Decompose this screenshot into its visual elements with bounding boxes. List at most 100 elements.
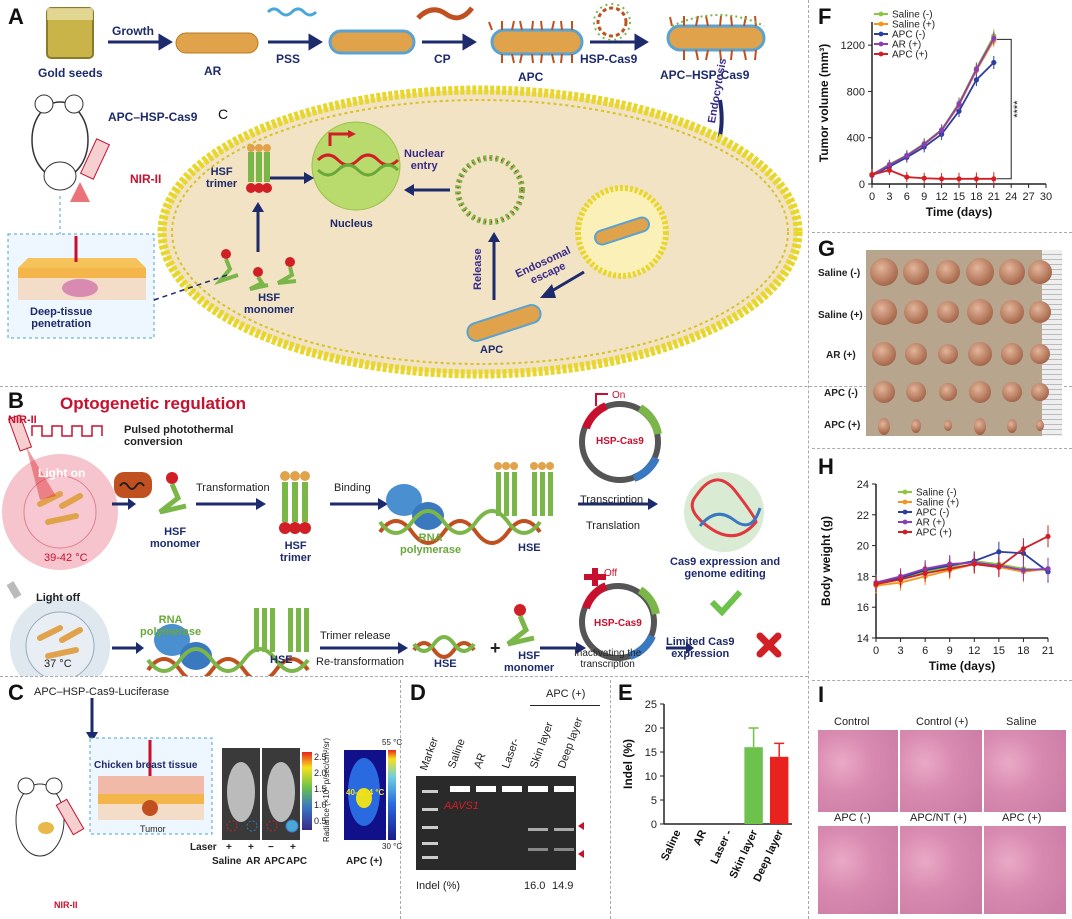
panel-d-label: D	[410, 680, 426, 705]
legend-label: AR (+)	[916, 518, 945, 529]
x-tick-label: 15	[953, 191, 965, 203]
x-tick-label: 21	[988, 191, 1000, 203]
tumor-sample	[939, 383, 957, 401]
thermo-readout: 40-41.4 °C	[346, 788, 385, 797]
y-tick-label: 20	[857, 541, 869, 553]
re-transformation-label: Re-transformation	[316, 656, 405, 668]
apc-hsp-cas9-rod-icon	[666, 14, 766, 61]
temp-on-label: 39-42 °C	[44, 552, 88, 564]
legend-marker	[902, 499, 908, 505]
y-tick-label: 25	[645, 699, 657, 711]
legend-label: APC (-)	[916, 508, 949, 519]
g-row-4: APC (-)	[824, 388, 858, 399]
nucleus-icon	[311, 121, 401, 211]
laser-plus-2: +	[248, 842, 254, 853]
legend-label: AR (+)	[892, 40, 921, 51]
data-point	[922, 570, 928, 576]
x-axis-title: Time (days)	[926, 205, 992, 219]
heat-icon	[114, 472, 152, 498]
x-tick-label: 12	[968, 645, 980, 657]
data-point	[973, 176, 979, 182]
rna-pol-label: RNA polymerase	[400, 532, 462, 556]
legend-label: APC (+)	[916, 528, 952, 539]
hsf-monomer-b-label: HSF monomer	[150, 526, 201, 550]
legend-marker	[902, 519, 908, 525]
apc-bottom-label: APC	[480, 344, 504, 356]
hsf-monomer-b-icon	[158, 472, 187, 515]
tumor-sample	[1002, 382, 1022, 402]
nuclear-entry-label: Nuclear entry	[404, 148, 445, 172]
thermo-min-label: 30 °C	[382, 842, 403, 851]
saline-c-label: Saline	[212, 856, 242, 867]
laser-label: Laser	[190, 842, 217, 853]
plasmid-on-icon	[579, 393, 662, 483]
he-image-6	[984, 826, 1066, 914]
x-tick-label: 30	[1040, 191, 1052, 203]
gel-bands	[422, 786, 584, 859]
plasmid-off-icon	[579, 568, 660, 661]
radiance-tick-1: 2.5	[314, 752, 327, 762]
y-tick-label: 22	[857, 510, 869, 522]
tumor-sample	[873, 381, 895, 403]
data-point	[939, 127, 945, 133]
tumor-photo	[866, 250, 1062, 436]
mouse-title-label: APC–HSP-Cas9	[108, 110, 198, 124]
pulsed-label: Pulsed photothermal conversion	[124, 424, 234, 448]
y-axis-title: Body weight (g)	[819, 516, 833, 606]
legend-label: Saline (+)	[892, 20, 935, 31]
bar	[744, 747, 763, 824]
panel-f-label: F	[818, 4, 832, 29]
g-row-3: AR (+)	[826, 350, 856, 361]
he-image-1	[818, 730, 898, 812]
tumor-sample	[999, 259, 1025, 285]
c-mark-label: C	[218, 106, 229, 122]
data-point	[956, 108, 962, 114]
x-tick-label: 18	[970, 191, 982, 203]
data-point	[991, 59, 997, 66]
on-label: On	[612, 390, 626, 401]
thermo-apc-label: APC (+)	[346, 856, 383, 867]
tumor-sample	[936, 260, 960, 284]
dna-helix-icon	[378, 519, 542, 545]
hsf-trimer-b-label: HSF trimer	[280, 540, 312, 564]
data-point	[991, 176, 997, 182]
panel-h-label: H	[818, 454, 834, 479]
laser-icon	[70, 138, 111, 202]
data-point	[956, 176, 962, 182]
apc-label: APC	[518, 70, 544, 84]
cas9-protein-icon	[684, 472, 764, 552]
tumor-sample	[1000, 300, 1024, 324]
x-tick-label: 27	[1022, 191, 1034, 203]
data-point	[921, 141, 927, 147]
tumor-sample	[968, 342, 992, 366]
panel-a-label: A	[8, 4, 24, 29]
data-point	[1020, 567, 1027, 573]
temp-off-label: 37 °C	[44, 658, 72, 670]
laser-plus-3: +	[290, 842, 296, 853]
tumor-sample	[870, 258, 898, 286]
light-off-label: Light off	[36, 592, 80, 604]
y-tick-label: 20	[645, 723, 657, 735]
he-image-3	[984, 730, 1066, 812]
plasmid-label: HSP-Cas9	[596, 436, 644, 447]
x-tick-label: 0	[873, 645, 879, 657]
pss-label: PSS	[276, 52, 301, 66]
data-point	[996, 549, 1002, 555]
data-point	[971, 561, 977, 567]
legend-label: Saline (+)	[916, 498, 959, 509]
data-point	[897, 576, 904, 583]
hsf-trimer-b-icon	[279, 471, 311, 534]
tumor-sample	[1007, 419, 1017, 433]
y-tick-label: 18	[857, 571, 869, 583]
y-tick-label: 24	[857, 479, 869, 491]
hsf-trimer-icon	[246, 144, 272, 193]
data-point	[1045, 566, 1051, 572]
y-tick-label: 15	[645, 747, 657, 759]
data-point	[1045, 533, 1051, 539]
pulse-wave-icon	[31, 425, 103, 437]
legend-marker	[878, 21, 884, 27]
transformation-label: Transformation	[196, 482, 270, 494]
tumor-sample	[1028, 260, 1052, 284]
trimer-release-label: Trimer release	[320, 630, 391, 642]
